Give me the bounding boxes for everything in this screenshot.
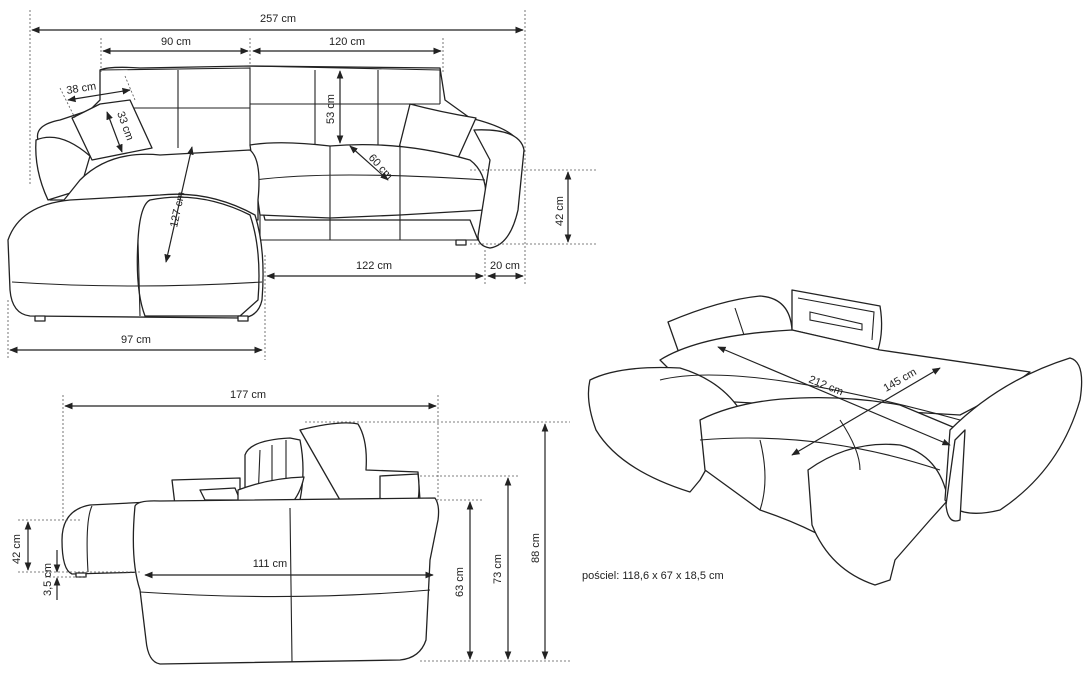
label-back-mid-height: 73 cm — [492, 554, 504, 584]
label-back-height: 53 cm — [325, 94, 337, 124]
bedding-note: pościel: 118,6 x 67 x 18,5 cm — [582, 570, 724, 582]
label-total-height: 88 cm — [530, 533, 542, 563]
armrest-right — [944, 357, 1083, 514]
label-seat-width: 122 cm — [356, 260, 392, 272]
label-seat-height-side: 42 cm — [11, 534, 23, 564]
right-pillow — [397, 103, 477, 159]
label-right-width: 120 cm — [329, 36, 365, 48]
label-chaise-inner: 111 cm — [253, 558, 287, 570]
front-view — [7, 65, 525, 322]
label-arm-height: 63 cm — [454, 567, 466, 597]
label-seat-height-front: 42 cm — [554, 196, 566, 226]
side-view — [61, 422, 440, 665]
bed-view — [587, 289, 1083, 586]
label-side-depth: 177 cm — [230, 389, 266, 401]
label-total-width: 257 cm — [260, 13, 296, 25]
label-pillow-width: 38 cm — [66, 80, 97, 97]
label-armrest-width: 20 cm — [490, 260, 520, 272]
label-chaise-width: 97 cm — [121, 334, 151, 346]
label-leg-height: 3,5 cm — [42, 563, 54, 596]
label-left-width: 90 cm — [161, 36, 191, 48]
